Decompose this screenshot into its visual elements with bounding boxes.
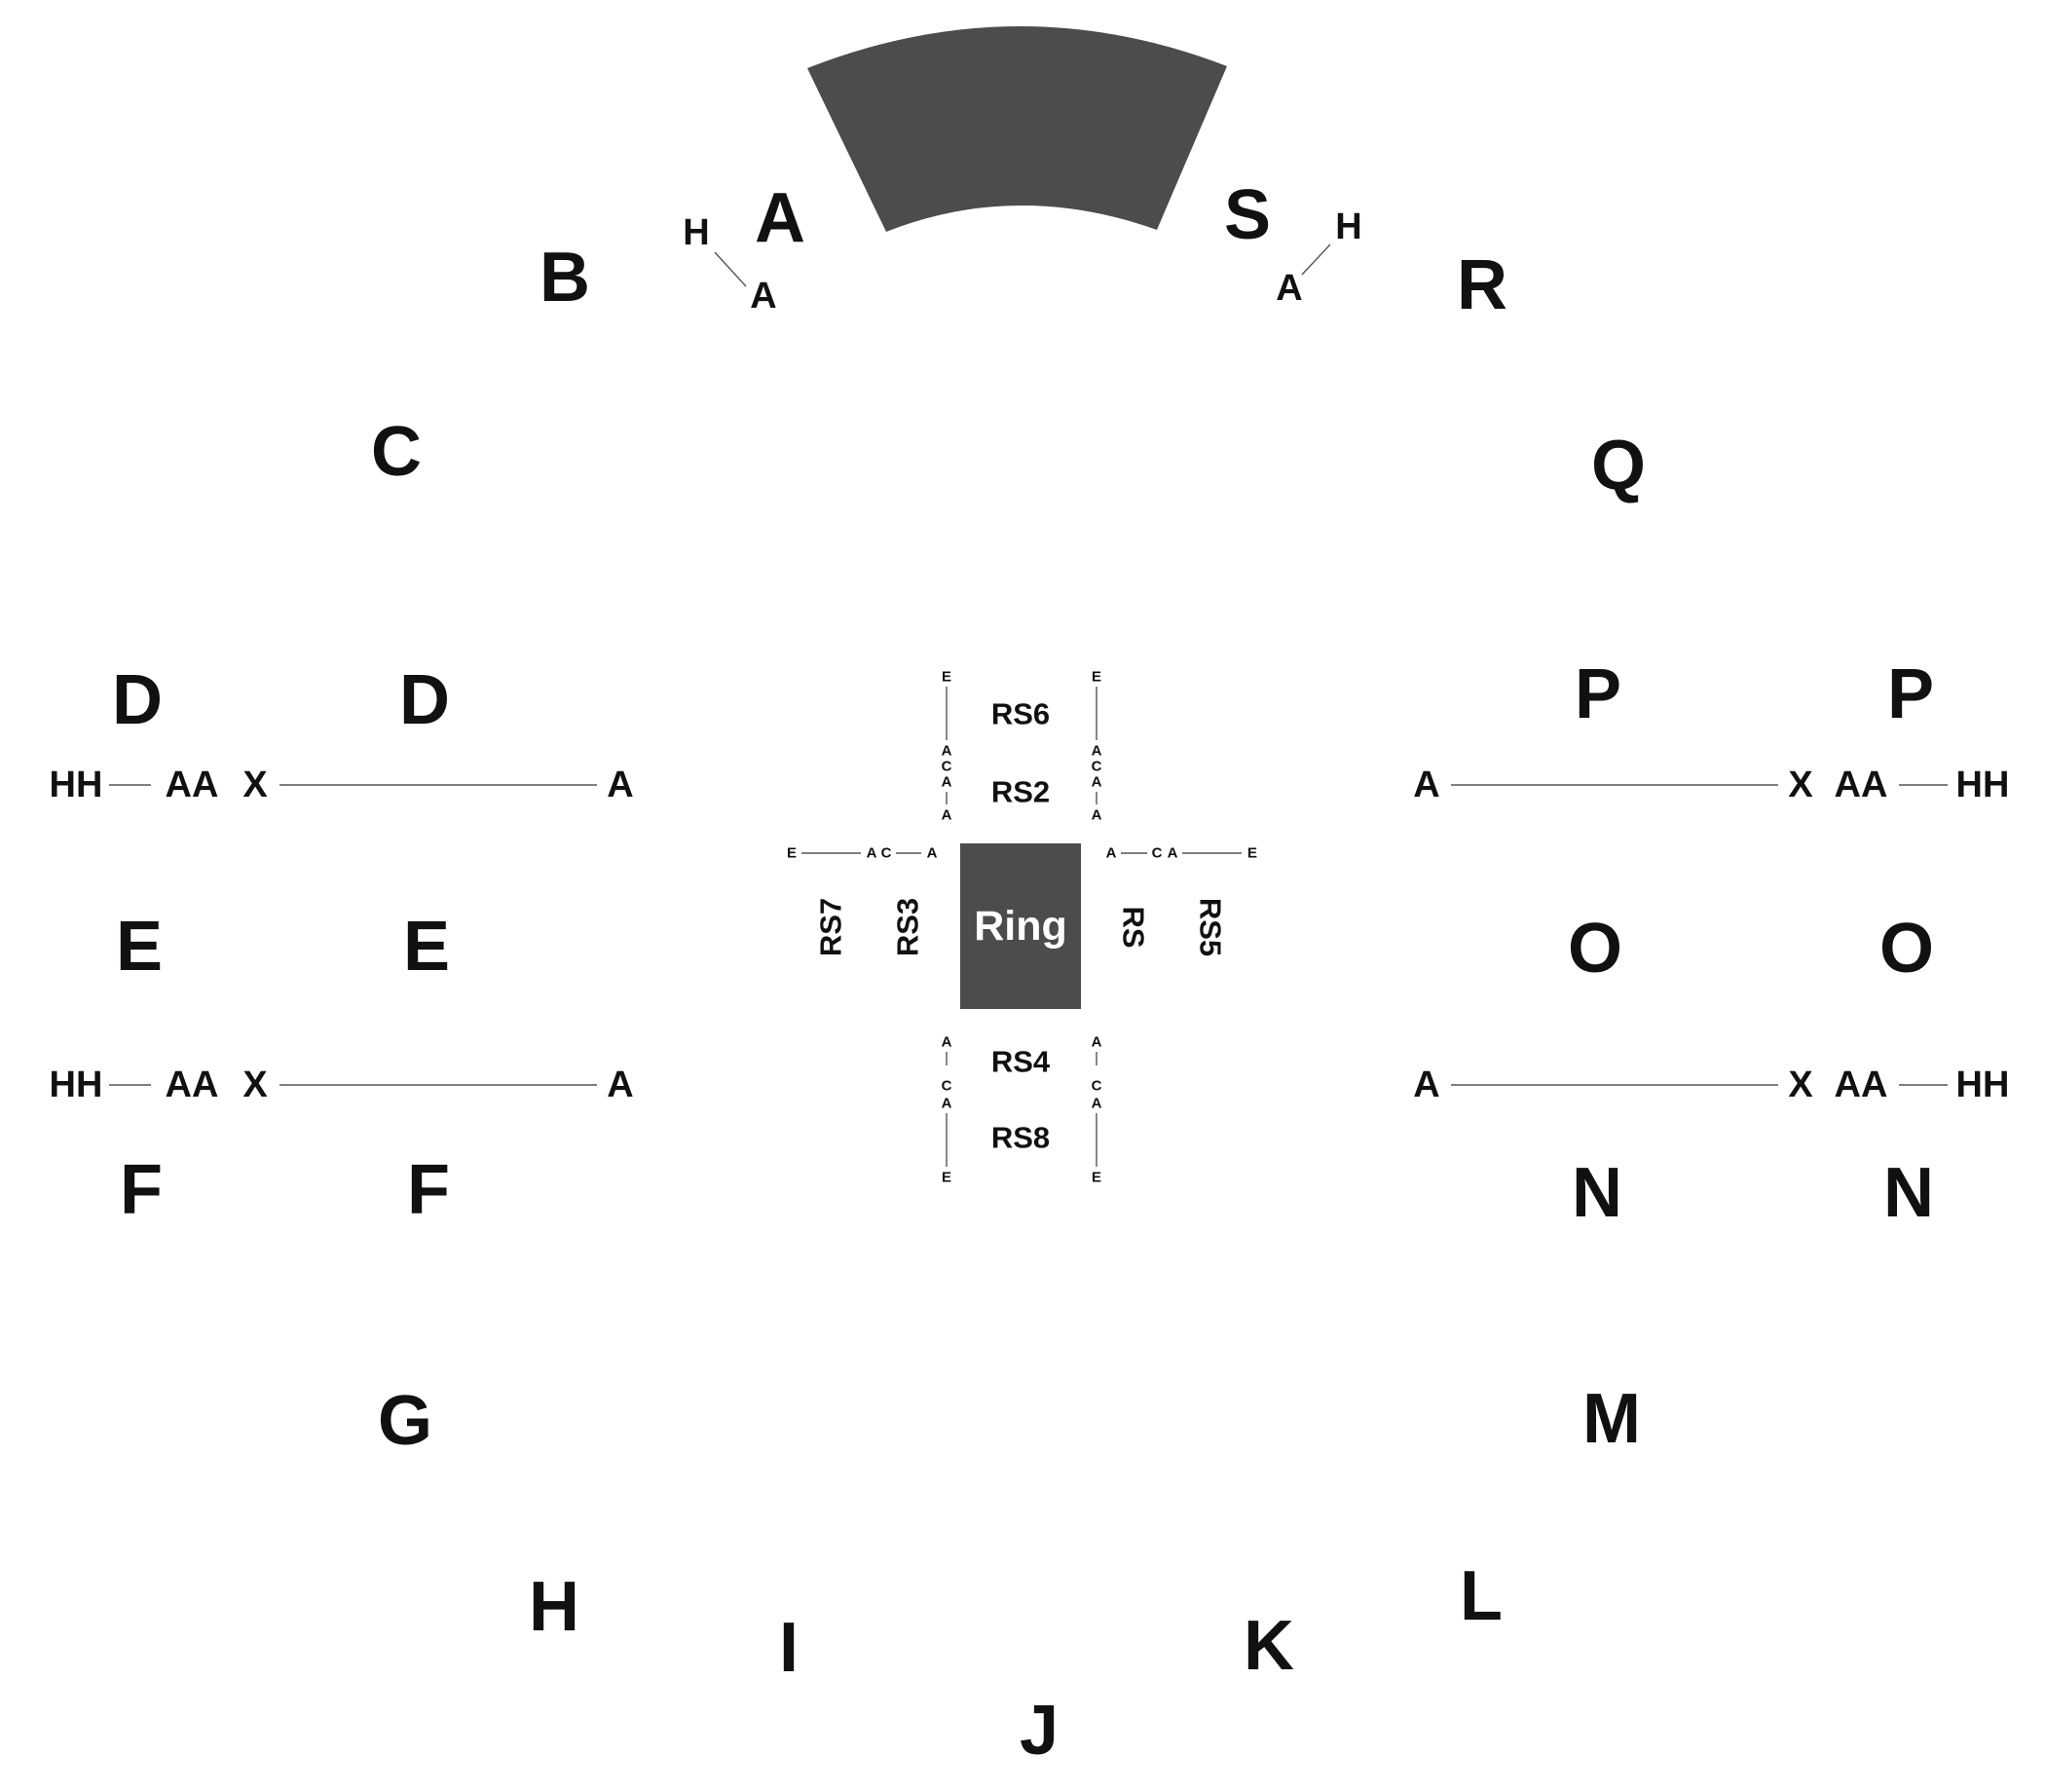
ringside-RS3[interactable]: RS3 (891, 898, 925, 956)
row-C: C (942, 1078, 952, 1095)
row-E: E (942, 669, 951, 686)
section-C[interactable]: C (371, 413, 422, 491)
row-E: E (1092, 669, 1101, 686)
right-bottom-row-HH: HH (1956, 1064, 2010, 1105)
left-bottom-row-AA: AA (166, 1064, 219, 1105)
row-E: E (1092, 1170, 1101, 1186)
row-A: A (942, 1096, 952, 1112)
left-top-row-HH: HH (50, 765, 103, 805)
left-bottom-row-X: X (242, 1064, 268, 1105)
ring-label: Ring (974, 903, 1067, 950)
right-top-row-HH: HH (1956, 765, 2010, 805)
row-E: E (942, 1170, 951, 1186)
right-bottom-row-A: A (1413, 1064, 1439, 1105)
right-top-row-A: A (1413, 765, 1439, 805)
left-top-row-AA: AA (166, 765, 219, 805)
section-I[interactable]: I (779, 1609, 799, 1687)
row-A: A (942, 774, 952, 791)
section-O-inner[interactable]: O (1568, 910, 1622, 988)
row-A: A (942, 743, 952, 760)
right-top-row-AA: AA (1835, 765, 1888, 805)
section-S[interactable]: S (1224, 176, 1271, 254)
section-K[interactable]: K (1244, 1607, 1294, 1685)
right-stage-row-line (1301, 243, 1331, 276)
row-E: E (787, 845, 797, 862)
ringside-RS2[interactable]: RS2 (991, 775, 1050, 809)
row-A: A (1106, 845, 1117, 862)
ringside-rows-left: E A C A (787, 845, 938, 862)
right-stage-row-H: H (1335, 206, 1361, 247)
ringside-rows-top-left: E A C A A (942, 669, 952, 824)
ringside-rows-right: A C A E (1106, 845, 1257, 862)
row-C: C (881, 845, 892, 862)
right-stage-row-A: A (1276, 268, 1302, 309)
row-A: A (1092, 1096, 1102, 1112)
ringside-RS6[interactable]: RS6 (991, 697, 1050, 731)
left-stage-row-H: H (683, 212, 709, 253)
row-A: A (942, 807, 952, 824)
section-L[interactable]: L (1460, 1557, 1503, 1635)
left-bottom-row-A: A (607, 1064, 633, 1105)
row-A: A (1092, 1034, 1102, 1051)
section-A[interactable]: A (755, 179, 805, 257)
section-R[interactable]: R (1457, 246, 1507, 324)
ringside-RS4[interactable]: RS4 (991, 1045, 1051, 1079)
section-E-outer[interactable]: E (116, 908, 163, 986)
row-A: A (867, 845, 877, 862)
row-E: E (1247, 845, 1257, 862)
left-top-row-X: X (242, 765, 268, 805)
section-D-inner[interactable]: D (399, 661, 450, 739)
row-A: A (1092, 743, 1102, 760)
ringside-RS5[interactable]: RS5 (1194, 898, 1228, 956)
section-E-inner[interactable]: E (403, 908, 450, 986)
right-bottom-row-AA: AA (1835, 1064, 1888, 1105)
ringside-rows-bottom-right: A C A E (1092, 1034, 1102, 1186)
section-B[interactable]: B (539, 239, 590, 317)
ring[interactable] (960, 843, 1081, 1009)
section-N-outer[interactable]: N (1883, 1154, 1934, 1232)
row-A: A (1092, 774, 1102, 791)
ringside-rows-bottom-left: A C A E (942, 1034, 952, 1186)
section-P-outer[interactable]: P (1887, 655, 1934, 733)
ringside-RS8[interactable]: RS8 (991, 1121, 1050, 1155)
section-G[interactable]: G (378, 1382, 432, 1460)
stage-block[interactable] (807, 25, 1227, 232)
left-stage-row-line (714, 251, 747, 287)
left-stage-row-A: A (750, 276, 776, 317)
ringside-RS[interactable]: RS (1117, 906, 1151, 948)
row-A: A (1168, 845, 1178, 862)
section-J[interactable]: J (1020, 1692, 1059, 1770)
section-Q[interactable]: Q (1591, 427, 1646, 504)
stage-edge-highlight (1159, 65, 1230, 232)
left-top-row-A: A (607, 765, 633, 805)
row-A: A (1092, 807, 1102, 824)
ringside-RS7[interactable]: RS7 (814, 898, 848, 956)
row-C: C (1092, 759, 1102, 775)
section-P-inner[interactable]: P (1575, 655, 1621, 733)
row-A: A (942, 1034, 952, 1051)
row-C: C (942, 759, 952, 775)
section-F-outer[interactable]: F (120, 1151, 163, 1229)
section-F-inner[interactable]: F (407, 1151, 450, 1229)
row-C: C (1092, 1078, 1102, 1095)
ringside-rows-top-right: E A C A A (1092, 669, 1102, 824)
right-top-row-X: X (1788, 765, 1813, 805)
right-bottom-row-X: X (1788, 1064, 1813, 1105)
section-O-outer[interactable]: O (1879, 910, 1934, 988)
left-bottom-row-HH: HH (50, 1064, 103, 1105)
row-A: A (927, 845, 938, 862)
section-N-inner[interactable]: N (1572, 1154, 1622, 1232)
section-D-outer[interactable]: D (112, 661, 163, 739)
row-C: C (1152, 845, 1163, 862)
section-H[interactable]: H (529, 1568, 579, 1646)
section-M[interactable]: M (1582, 1380, 1641, 1458)
